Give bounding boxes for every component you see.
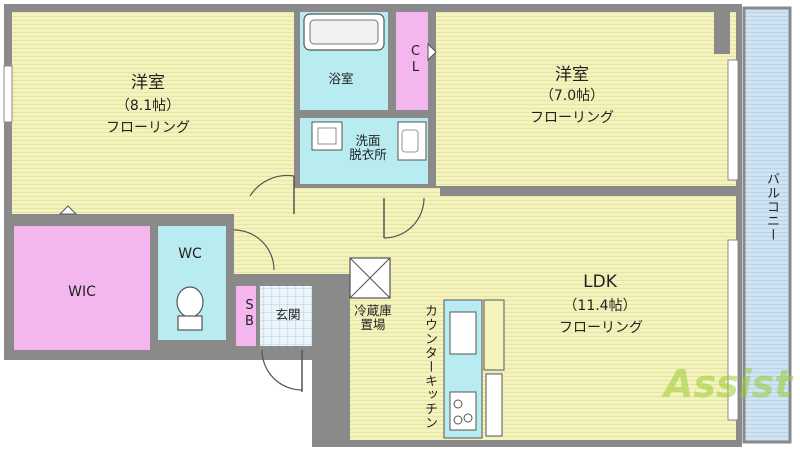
western-room-right-name: 洋室 <box>555 65 589 85</box>
ldk-size: （11.4帖） <box>563 298 637 314</box>
western-room-right-floor-label: フローリング <box>530 110 614 126</box>
ldk-floor <box>350 200 736 440</box>
burner-1 <box>453 399 463 409</box>
assist-logo-text: Assist <box>664 362 793 406</box>
western-room-left-floor-label: フローリング <box>106 120 190 136</box>
back-counter <box>483 299 505 371</box>
kitchen-label: カウンターキッチン <box>422 304 437 430</box>
ldk-name: LDK <box>583 272 617 292</box>
washing-machine-pan <box>311 121 343 151</box>
wc-label: WC <box>178 246 202 262</box>
vanity-sink <box>397 121 427 161</box>
washing-machine-pan-inner <box>317 127 337 145</box>
shoebox-floor <box>236 286 256 346</box>
closet-label: CL <box>408 44 423 76</box>
western-room-right-size: （7.0帖） <box>539 88 605 104</box>
fridge-label: 冷蔵庫 置場 <box>354 303 392 333</box>
western-room-left-size: （8.1帖） <box>115 98 181 114</box>
shoebox-label: SB <box>242 298 257 330</box>
balcony-label: バルコニー <box>764 172 779 242</box>
wic-label: WIC <box>68 284 96 300</box>
western-room-right-floor <box>436 12 736 186</box>
entrance-label: 玄関 <box>275 307 301 322</box>
western-room-left-floor <box>12 12 294 214</box>
kitchen-sink <box>449 311 477 355</box>
burner-2 <box>463 413 473 423</box>
entrance-floor <box>260 286 312 346</box>
assist-logo: Assist <box>664 362 792 406</box>
bathroom-label: 浴室 <box>328 71 354 86</box>
window-left-room <box>3 65 13 123</box>
pillar-right <box>714 10 730 54</box>
closet-floor <box>396 12 428 110</box>
western-room-left-name: 洋室 <box>131 73 165 93</box>
door-swing-right-room <box>383 197 425 239</box>
bathtub-inner <box>309 19 379 45</box>
cupboard <box>485 373 503 437</box>
door-swing-wc <box>233 229 275 271</box>
balcony-floor <box>742 6 792 444</box>
toilet-bowl <box>176 286 204 318</box>
wic-floor <box>14 226 150 350</box>
window-right-room <box>727 59 739 181</box>
washroom-label: 洗面 脱衣所 <box>349 133 387 163</box>
burner-3 <box>453 415 463 425</box>
closet-marker-left <box>58 205 78 215</box>
door-swing-entrance <box>261 349 303 391</box>
stove <box>449 391 477 431</box>
vanity-basin <box>401 129 419 153</box>
window-ldk <box>727 239 739 421</box>
door-swing-left-room <box>249 174 295 197</box>
fridge-cross-b <box>349 257 391 299</box>
ldk-floor-label: フローリング <box>559 320 643 336</box>
toilet-tank <box>177 315 203 331</box>
closet-marker-cl <box>427 42 437 62</box>
